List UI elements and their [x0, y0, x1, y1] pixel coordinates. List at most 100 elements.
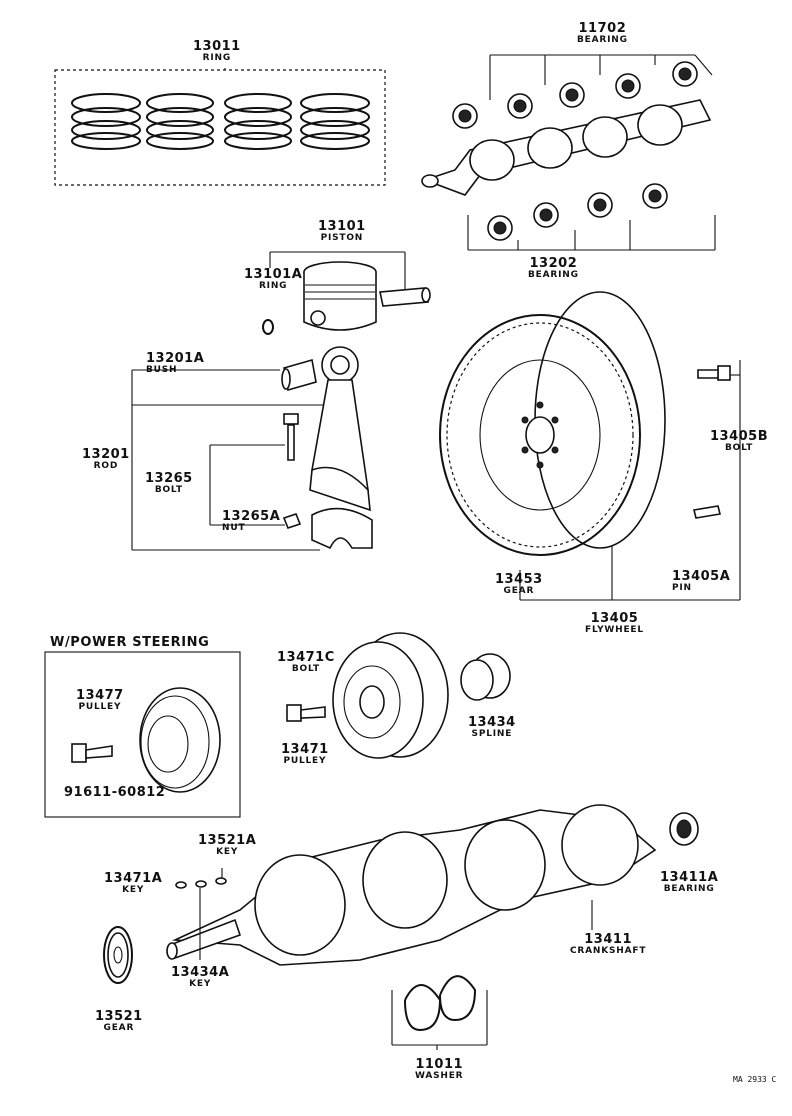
part-name: CRANKSHAFT	[570, 946, 647, 956]
label-13471C: 13471C BOLT	[277, 651, 335, 674]
part-number: 13405B	[710, 429, 769, 444]
label-13265A: 13265A NUT	[222, 510, 280, 533]
part-name: PULLEY	[78, 702, 122, 712]
crankshaft-illustration	[166, 804, 699, 966]
thrust-washer-group	[391, 975, 488, 1050]
part-name: BOLT	[291, 664, 320, 674]
piston-ring-set-2	[146, 93, 214, 150]
rod-bush	[281, 358, 317, 392]
part-name: FLYWHEEL	[585, 625, 644, 635]
rod-nut	[282, 513, 302, 529]
section-title-power-steering: W/POWER STEERING	[50, 635, 210, 650]
part-name: PIN	[672, 583, 692, 593]
label-13201: 13201 ROD	[82, 448, 130, 471]
pulley-bolt	[286, 704, 326, 722]
label-13453: 13453 GEAR	[495, 573, 543, 596]
label-13405B: 13405B BOLT	[710, 430, 768, 453]
part-name: PULLEY	[283, 756, 327, 766]
part-number: 13521	[95, 1009, 143, 1024]
part-number: 13411A	[660, 870, 719, 885]
piston-illustration	[262, 251, 431, 335]
part-name: BOLT	[154, 485, 183, 495]
part-name: RING	[258, 281, 288, 291]
part-name: BEARING	[528, 270, 579, 280]
piston-ring-set-4	[300, 93, 370, 150]
label-13471: 13471 PULLEY	[281, 743, 329, 766]
power-steering-group	[44, 651, 241, 818]
label-11011: 11011 WASHER	[415, 1058, 463, 1081]
small-bolt	[71, 743, 113, 763]
upper-bearing-shells	[452, 61, 698, 129]
part-number: 13434	[468, 715, 516, 730]
label-13405A: 13405A PIN	[672, 570, 730, 593]
spline-bush	[460, 653, 511, 701]
part-number: 13477	[76, 688, 124, 703]
rod-group	[131, 346, 373, 551]
drawing-code: MA 2933 C	[733, 1075, 777, 1084]
part-number: 91611-60812	[64, 785, 166, 800]
part-name: NUT	[222, 523, 246, 533]
part-number: 13471	[281, 742, 329, 757]
connecting-rod	[309, 346, 371, 512]
part-name: KEY	[122, 885, 145, 895]
part-number: 13101	[318, 219, 366, 234]
camshaft-illustration	[421, 99, 712, 196]
label-13477: 13477 PULLEY	[76, 689, 124, 712]
label-13011: 13011 RING	[193, 40, 241, 63]
piston-ring-set-3	[224, 93, 292, 150]
label-13411A: 13411A BEARING	[660, 871, 718, 894]
timing-gear	[103, 926, 133, 984]
label-13405: 13405 FLYWHEEL	[585, 612, 644, 635]
part-name: BEARING	[577, 35, 628, 45]
part-number: 13453	[495, 572, 543, 587]
part-name: GEAR	[103, 1023, 135, 1033]
part-number: 13405	[590, 611, 639, 626]
keys-gear-group	[103, 868, 227, 984]
snap-ring	[262, 319, 274, 335]
flywheel-bolt	[697, 365, 731, 381]
part-name: BEARING	[663, 884, 715, 894]
part-number: 13521A	[198, 833, 257, 848]
part-name: WASHER	[415, 1071, 464, 1081]
label-13201A: 13201A BUSH	[146, 352, 204, 375]
crank-pulley-illustration	[286, 632, 511, 759]
part-name: SPLINE	[471, 729, 513, 739]
label-13101A: 13101A RING	[244, 268, 302, 291]
part-name: BOLT	[725, 443, 754, 453]
label-13101: 13101 PISTON	[318, 220, 366, 243]
part-number: 13202	[529, 256, 578, 271]
part-name: KEY	[189, 979, 212, 989]
flywheel-pin	[693, 505, 721, 519]
part-name: BUSH	[146, 365, 178, 375]
part-number: 13471A	[104, 871, 163, 886]
label-13521: 13521 GEAR	[95, 1010, 143, 1033]
part-number: 11702	[578, 21, 627, 36]
crank-bearing	[669, 812, 699, 846]
part-number: 13201	[82, 447, 130, 462]
part-name: RING	[202, 53, 232, 63]
label-13411: 13411 CRANKSHAFT	[570, 933, 646, 956]
part-name: KEY	[216, 847, 239, 857]
part-number: 13011	[193, 39, 241, 54]
label-13265: 13265 BOLT	[145, 472, 193, 495]
piston-ring-set-1	[71, 93, 141, 150]
part-number: 13405A	[672, 569, 731, 584]
part-name: ROD	[93, 461, 119, 471]
label-13202: 13202 BEARING	[528, 257, 579, 280]
label-11702: 11702 BEARING	[577, 22, 628, 45]
part-number: 13201A	[146, 351, 205, 366]
rod-bolt	[283, 413, 299, 461]
part-name: PISTON	[320, 233, 364, 243]
part-number: 13101A	[244, 267, 303, 282]
label-91611-60812: 91611-60812	[64, 786, 165, 799]
part-number: 13265A	[222, 509, 281, 524]
part-number: 13411	[584, 932, 632, 947]
label-13434A: 13434A KEY	[171, 966, 229, 989]
main-bearing-upper-group	[452, 54, 713, 129]
flywheel-illustration	[439, 291, 741, 601]
ring-set-group	[54, 68, 386, 186]
label-13471A: 13471A KEY	[104, 872, 162, 895]
part-number: 11011	[415, 1057, 464, 1072]
main-bearing-lower-group	[467, 183, 716, 251]
